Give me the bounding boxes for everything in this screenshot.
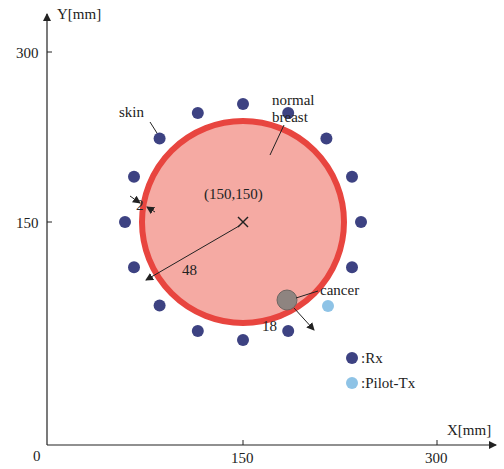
rx-antenna xyxy=(154,133,166,145)
rx-antenna xyxy=(192,107,204,119)
dimension: 48 xyxy=(182,262,197,279)
cancer-region xyxy=(277,290,297,310)
part-name: cancer xyxy=(320,282,359,299)
rx-antenna xyxy=(192,325,204,337)
dimension: 18 xyxy=(262,318,277,335)
rx-antenna xyxy=(237,98,249,110)
part-name: skin xyxy=(119,104,144,121)
tick-label: 300 xyxy=(425,450,448,467)
rx-antenna xyxy=(237,334,249,346)
tick-label: 300 xyxy=(16,45,39,62)
legend-text: :Pilot-Tx xyxy=(361,375,415,392)
coordinate-label: (150,150) xyxy=(204,186,263,203)
cancer-dim-arrow xyxy=(294,308,314,330)
legend-swatch xyxy=(346,352,358,364)
rx-antenna xyxy=(355,216,367,228)
x-axis xyxy=(47,444,496,445)
axis-label: Y[mm] xyxy=(57,6,101,23)
rx-antenna xyxy=(282,325,294,337)
pilot-tx-antenna xyxy=(322,300,334,312)
legend-text: :Rx xyxy=(361,350,383,367)
breast-circle xyxy=(142,121,344,323)
rx-antenna xyxy=(119,216,131,228)
tick-label: 150 xyxy=(231,450,254,467)
radius-arrow xyxy=(146,226,239,280)
tick-label: 0 xyxy=(33,448,41,465)
y-axis xyxy=(46,14,47,445)
rx-antenna xyxy=(128,171,140,183)
leader-line xyxy=(296,291,318,298)
rx-antenna xyxy=(346,261,358,273)
leader-line xyxy=(270,125,284,155)
tick-label: 150 xyxy=(16,215,39,232)
rx-antenna xyxy=(128,261,140,273)
part-name: normal breast xyxy=(272,92,324,125)
rx-antenna xyxy=(320,133,332,145)
rx-antenna xyxy=(346,171,358,183)
dimension: 2 xyxy=(136,197,144,214)
rx-antenna xyxy=(154,299,166,311)
axis-label: X[mm] xyxy=(447,422,491,439)
legend-swatch xyxy=(346,377,358,389)
